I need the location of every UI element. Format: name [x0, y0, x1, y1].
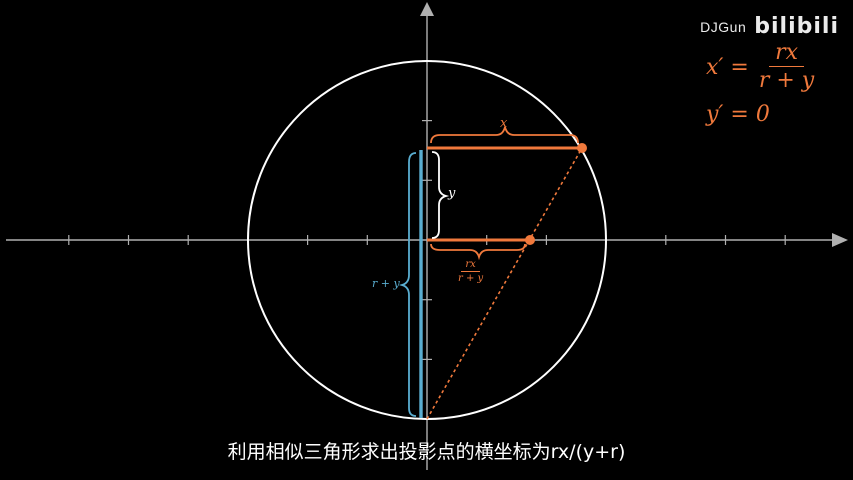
x-prime-denominator: r + y	[758, 68, 815, 93]
watermark-author: DJGun	[700, 18, 747, 35]
x-prime-fraction: rx r + y	[759, 40, 814, 95]
r-plus-y-brace	[398, 152, 417, 417]
proj-den: r + y	[458, 273, 484, 284]
projection-point	[525, 235, 535, 245]
y-axis-arrow	[420, 2, 434, 16]
x-axis-arrow	[832, 233, 848, 247]
y-prime-formula: y′ = 0	[706, 102, 770, 127]
axes	[6, 2, 848, 470]
projection-line	[426, 147, 583, 420]
x-prime-lhs: x′ =	[706, 55, 749, 80]
projection-fraction-label: rx r + y	[458, 258, 483, 286]
y-label: y	[448, 186, 456, 201]
proj-num: rx	[461, 258, 480, 272]
bilibili-logo: bilibili	[754, 14, 839, 39]
x-brace	[430, 126, 579, 144]
watermark: DJGun bilibili	[700, 14, 839, 39]
x-label: x	[500, 116, 508, 131]
circle-point	[577, 143, 587, 153]
y-brace	[431, 151, 450, 239]
x-prime-formula: x′ = rx r + y	[706, 40, 814, 95]
subtitle: 利用相似三角形求出投影点的横坐标为rx/(y+r)	[227, 441, 626, 463]
proj-brace	[430, 243, 526, 261]
x-prime-numerator: rx	[769, 40, 804, 67]
r-plus-y-label: r + y	[372, 277, 400, 290]
